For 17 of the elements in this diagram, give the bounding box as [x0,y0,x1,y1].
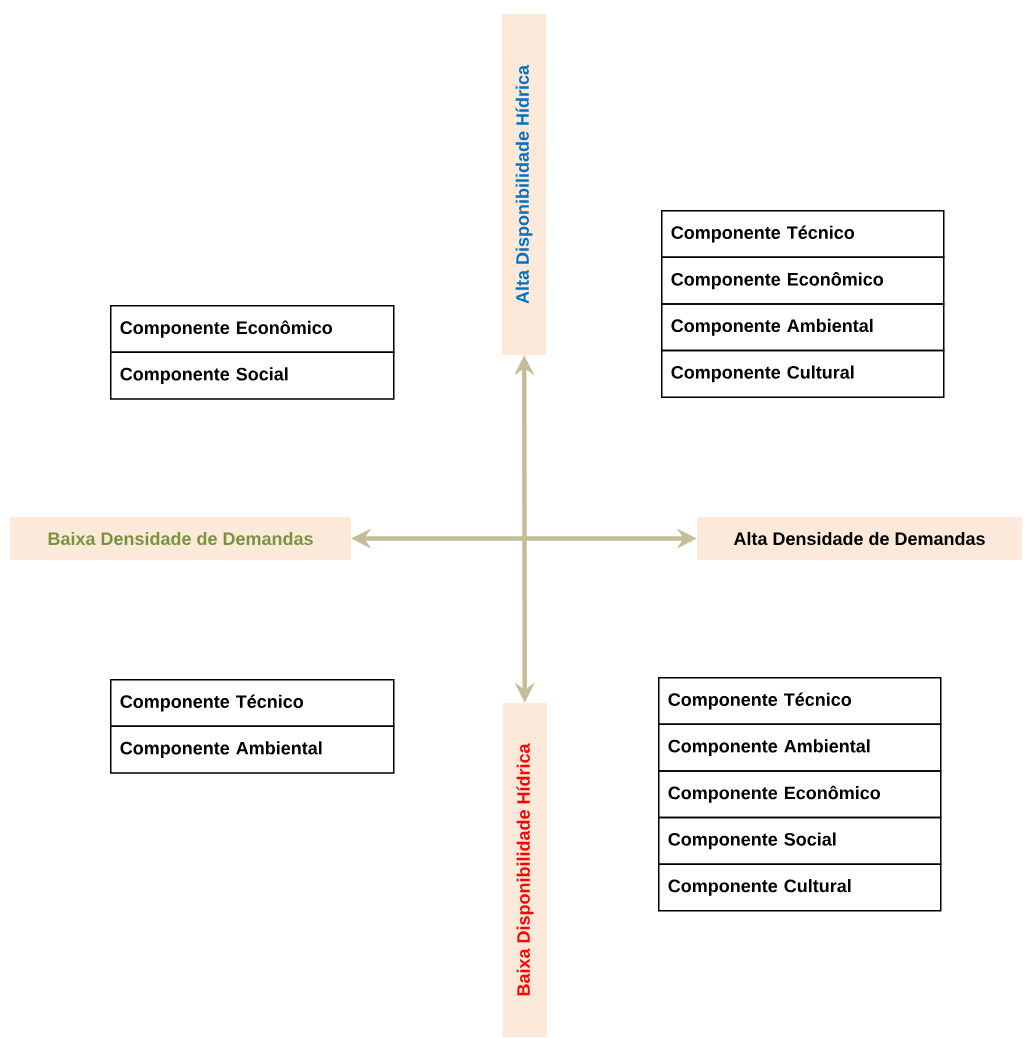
table-cell: Componente Ambiental [110,725,395,774]
table-cell: Componente Econômico [110,305,395,354]
table-cell: Componente Técnico [661,210,945,259]
table-cell: Componente Ambiental [661,303,945,352]
table-cell: Componente Cultural [658,863,942,912]
table-cell: Componente Ambiental [658,723,942,772]
table-cell: Componente Social [110,351,395,400]
table-cell: Componente Econômico [661,256,945,305]
table-cell: Componente Técnico [658,677,942,726]
table-cell: Componente Cultural [661,349,945,398]
table-cell: Componente Técnico [110,679,395,728]
axis-label: Alta Densidade de Demandas [697,517,1022,560]
axis-label: Baixa Disponibilidade Hídrica [503,703,547,1037]
table-cell: Componente Econômico [658,770,942,819]
axis-label: Baixa Densidade de Demandas [10,517,351,560]
axis-label: Alta Disponibilidade Hídrica [502,14,546,355]
table-cell: Componente Social [658,816,942,865]
